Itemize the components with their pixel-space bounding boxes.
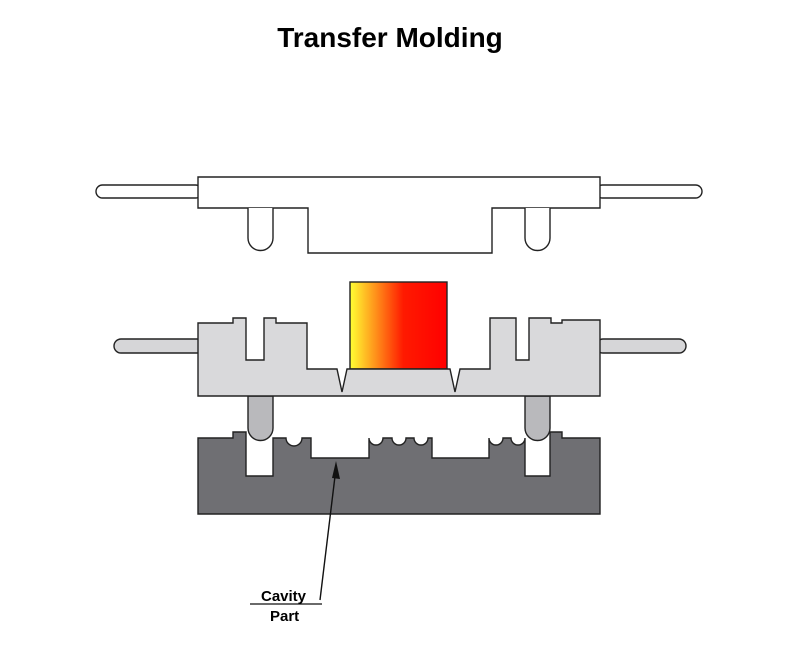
lower-mold-assembly — [197, 431, 601, 515]
lower-mold-half — [197, 431, 601, 515]
upper-mold-left-rod — [113, 338, 205, 354]
plunger-right-rod — [595, 184, 703, 199]
molding-compound-charge — [349, 281, 448, 370]
cavity-label: Cavity — [261, 588, 307, 605]
upper-mold-left-guide-pin — [247, 395, 274, 442]
upper-mold-half — [197, 317, 601, 397]
page-title: Transfer Molding — [277, 22, 503, 53]
upper-mold-right-guide-pin — [524, 395, 551, 442]
plunger-left-rod — [95, 184, 203, 199]
part-label: Part — [270, 608, 299, 625]
upper-mold-assembly — [113, 317, 687, 442]
cavity-part-callout: Cavity Part — [250, 461, 340, 625]
plunger-ram — [197, 176, 601, 254]
plunger-right-guide-pin — [524, 208, 551, 252]
upper-mold-right-rod — [595, 338, 687, 354]
plunger-assembly — [95, 176, 703, 254]
callout-leader-line — [319, 467, 337, 601]
plunger-left-guide-pin — [247, 208, 274, 252]
callout-arrowhead — [332, 461, 340, 479]
